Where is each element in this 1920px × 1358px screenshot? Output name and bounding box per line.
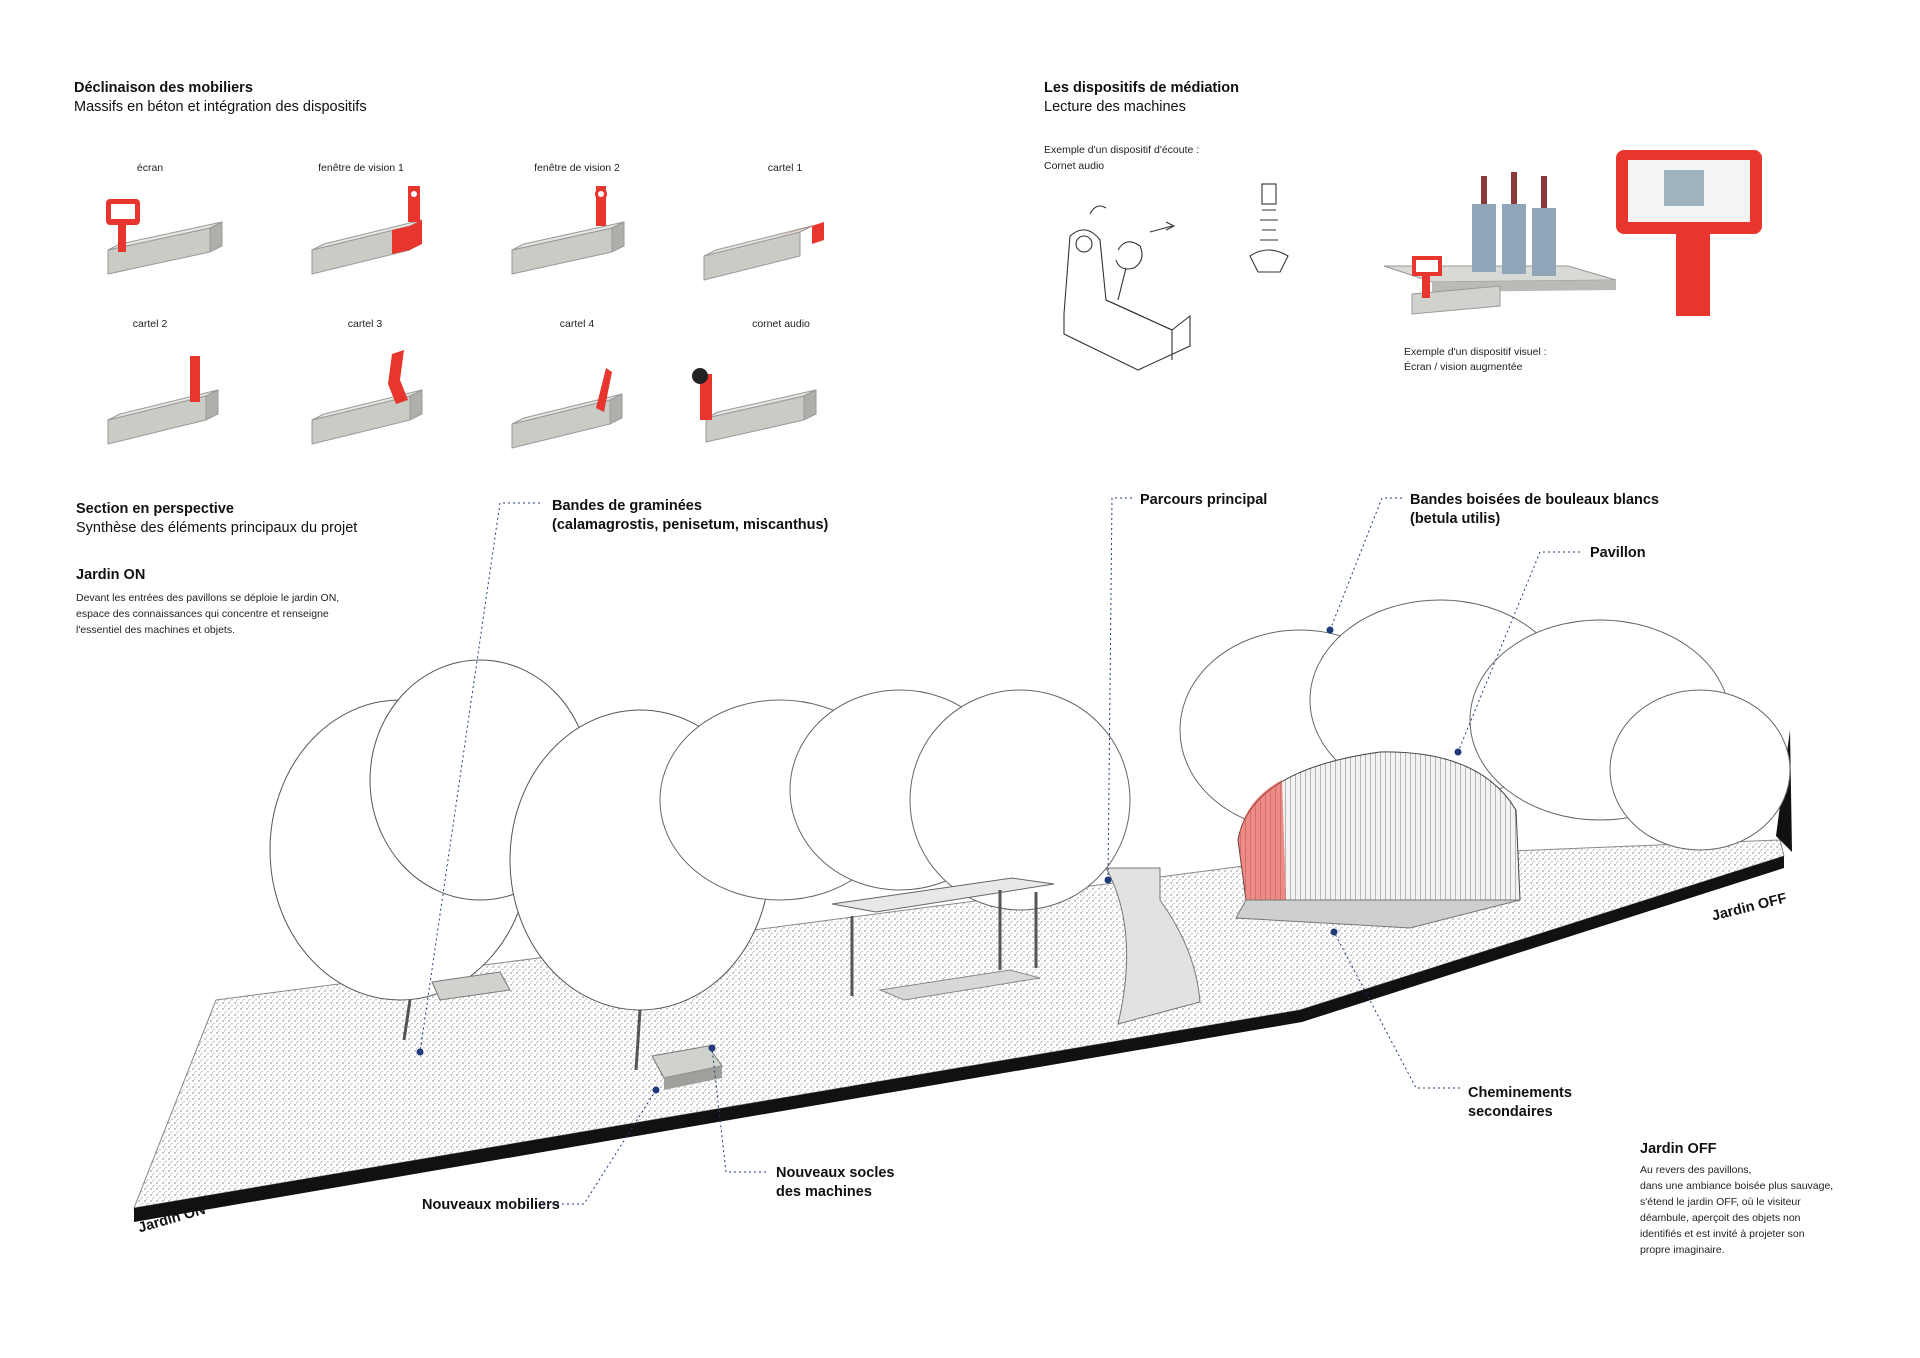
jardin-off-line: propre imaginaire. xyxy=(1640,1244,1725,1256)
mobilier-cartel-2 xyxy=(107,356,219,445)
callout-cheminements-line2: secondaires xyxy=(1468,1104,1553,1120)
jardin-on-line: Devant les entrées des pavillons se dépl… xyxy=(76,592,340,604)
mobilier-cartel-3 xyxy=(311,350,423,445)
callout-graminees: Bandes de graminées (calamagrostis, peni… xyxy=(552,497,828,535)
callout-socles: Nouveaux socles des machines xyxy=(776,1164,894,1202)
callout-cheminements: Cheminements secondaires xyxy=(1468,1084,1572,1122)
mobilier-label-fenetre-1: fenêtre de vision 1 xyxy=(318,162,404,174)
mobilier-label-ecran: écran xyxy=(136,162,164,174)
jardin-off-line: s'étend le jardin OFF, où le visiteur xyxy=(1640,1196,1801,1208)
audio-example-line1: Exemple d'un dispositif d'écoute : xyxy=(1044,144,1200,156)
mobilier-fenetre-2 xyxy=(511,186,625,275)
callout-mobiliers: Nouveaux mobiliers xyxy=(422,1197,560,1213)
mobilier-cartel-4 xyxy=(511,368,623,449)
jardin-off-line: identifiés et est invité à projeter son xyxy=(1640,1228,1805,1240)
callout-bouleaux: Bandes boisées de bouleaux blancs (betul… xyxy=(1410,491,1659,529)
mobilier-label-cartel-1: cartel 1 xyxy=(767,162,803,174)
mobilier-cornet-audio xyxy=(692,368,817,443)
mobilier-label-cartel-4: cartel 4 xyxy=(559,318,595,330)
callout-graminees-line2: (calamagrostis, penisetum, miscanthus) xyxy=(552,517,829,533)
section-title: Section en perspective xyxy=(76,501,234,517)
callout-socles-line2: des machines xyxy=(776,1184,872,1200)
leader-dots xyxy=(416,626,1462,1094)
callout-graminees-line1: Bandes de graminées xyxy=(552,498,702,514)
jardin-off-line: déambule, aperçoit des objets non xyxy=(1640,1212,1801,1224)
callout-cheminements-line1: Cheminements xyxy=(1468,1085,1572,1101)
visual-example-line2: Écran / vision augmentée xyxy=(1404,361,1523,373)
plinths xyxy=(431,971,723,1090)
callout-bouleaux-line2: (betula utilis) xyxy=(1410,511,1501,527)
leader-lines xyxy=(419,497,1580,1205)
callout-pavillon: Pavillon xyxy=(1590,545,1646,561)
mobilier-label-fenetre-2: fenêtre de vision 2 xyxy=(534,162,620,174)
mobilier-fenetre-1 xyxy=(311,186,423,275)
visual-device-illustration xyxy=(1383,150,1762,316)
audio-device-sketch xyxy=(1063,205,1191,371)
jardin-on-title: Jardin ON xyxy=(76,567,146,583)
section-subtitle: Synthèse des éléments principaux du proj… xyxy=(76,520,358,536)
mobilier-label-cartel-3: cartel 3 xyxy=(347,318,383,330)
jardin-off-line: dans une ambiance boisée plus sauvage, xyxy=(1640,1180,1834,1192)
jardin-off-text: Au revers des pavillons, dans une ambian… xyxy=(1640,1162,1833,1258)
mobilier-label-cartel-2: cartel 2 xyxy=(132,318,168,330)
canopy-structure xyxy=(831,877,1055,1001)
mobilier-ecran xyxy=(106,199,223,275)
machine-sketch xyxy=(1249,183,1289,273)
visual-example-line1: Exemple d'un dispositif visuel : xyxy=(1404,346,1547,358)
mobilier-cartel-1 xyxy=(703,222,824,281)
mediation-subtitle: Lecture des machines xyxy=(1044,99,1186,115)
callout-socles-line1: Nouveaux socles xyxy=(776,1165,895,1181)
pavilion xyxy=(1235,751,1521,929)
mobiliers-title: Déclinaison des mobiliers xyxy=(74,80,253,96)
jardin-on-text: Devant les entrées des pavillons se dépl… xyxy=(76,590,339,638)
tree-group-center xyxy=(659,689,1131,911)
callout-bouleaux-line1: Bandes boisées de bouleaux blancs xyxy=(1410,492,1659,508)
jardin-off-title: Jardin OFF xyxy=(1640,1141,1717,1157)
main-path xyxy=(1105,867,1201,1025)
mobiliers-subtitle: Massifs en béton et intégration des disp… xyxy=(74,99,367,115)
mediation-title: Les dispositifs de médiation xyxy=(1044,80,1239,96)
jardin-off-line: Au revers des pavillons, xyxy=(1640,1164,1752,1176)
jardin-on-line: l'essentiel des machines et objets. xyxy=(76,624,236,636)
callout-parcours: Parcours principal xyxy=(1140,492,1268,508)
mobilier-label-cornet-audio: cornet audio xyxy=(752,318,810,330)
audio-example-line2: Cornet audio xyxy=(1044,160,1105,172)
jardin-on-line: espace des connaissances qui concentre e… xyxy=(76,608,329,620)
